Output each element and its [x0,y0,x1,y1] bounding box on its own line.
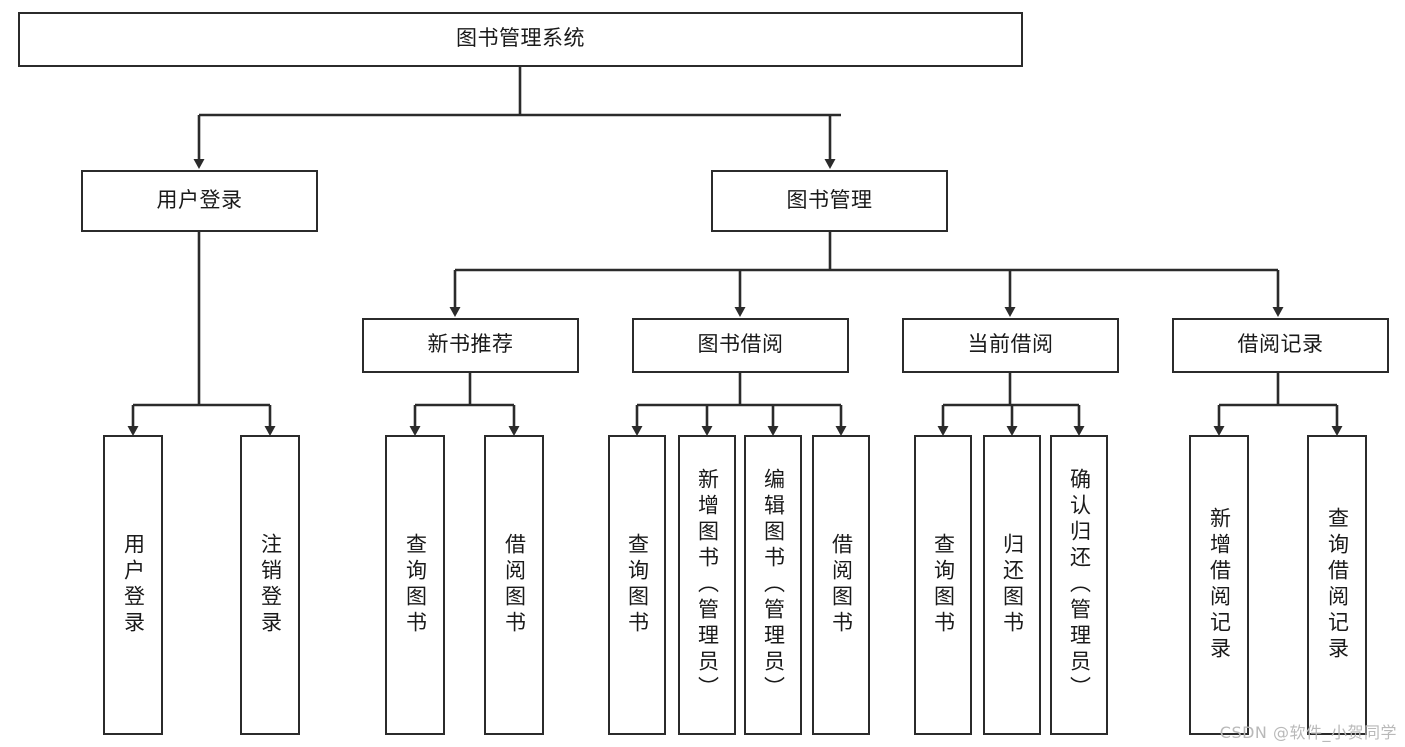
leaf-user-login-label: 用户登录 [121,533,145,637]
node-borrow-record[interactable]: 借阅记录 [1172,318,1389,373]
leaf-return-book[interactable]: 归还图书 [983,435,1041,735]
leaf-query-book-borrow-label: 查询图书 [625,533,649,637]
leaf-query-book-recommend-label: 查询图书 [403,533,427,637]
leaf-query-book-borrow[interactable]: 查询图书 [608,435,666,735]
leaf-borrow-book-recommend-label: 借阅图书 [502,533,526,637]
node-new-book-recommend[interactable]: 新书推荐 [362,318,579,373]
node-current-borrow-label: 当前借阅 [967,333,1054,357]
leaf-edit-book-admin-label: 编辑图书（管理员） [761,468,785,702]
node-borrow-record-label: 借阅记录 [1237,333,1324,357]
node-book-borrow[interactable]: 图书借阅 [632,318,849,373]
node-user-login[interactable]: 用户登录 [81,170,318,232]
node-user-login-label: 用户登录 [156,188,243,212]
node-new-book-recommend-label: 新书推荐 [427,333,514,357]
leaf-logout-label: 注销登录 [258,533,282,637]
leaf-confirm-return-admin-label: 确认归还（管理员） [1067,468,1091,702]
leaf-user-login[interactable]: 用户登录 [103,435,163,735]
leaf-query-borrow-record[interactable]: 查询借阅记录 [1307,435,1367,735]
leaf-query-book-current-label: 查询图书 [931,533,955,637]
leaf-add-borrow-record-label: 新增借阅记录 [1207,507,1231,663]
node-root-label: 图书管理系统 [456,27,585,51]
leaf-borrow-book-label: 借阅图书 [829,533,853,637]
leaf-query-book-current[interactable]: 查询图书 [914,435,972,735]
node-book-management-label: 图书管理 [786,188,873,212]
node-current-borrow[interactable]: 当前借阅 [902,318,1119,373]
leaf-return-book-label: 归还图书 [1000,533,1024,637]
watermark: CSDN @软件_小贺同学 [1219,723,1397,742]
leaf-edit-book-admin[interactable]: 编辑图书（管理员） [744,435,802,735]
leaf-query-borrow-record-label: 查询借阅记录 [1325,507,1349,663]
leaf-confirm-return-admin[interactable]: 确认归还（管理员） [1050,435,1108,735]
leaf-borrow-book-recommend[interactable]: 借阅图书 [484,435,544,735]
leaf-add-book-admin[interactable]: 新增图书（管理员） [678,435,736,735]
leaf-add-borrow-record[interactable]: 新增借阅记录 [1189,435,1249,735]
leaf-logout[interactable]: 注销登录 [240,435,300,735]
leaf-borrow-book[interactable]: 借阅图书 [812,435,870,735]
node-book-management[interactable]: 图书管理 [711,170,948,232]
leaf-add-book-admin-label: 新增图书（管理员） [695,468,719,702]
node-book-borrow-label: 图书借阅 [697,333,784,357]
node-root[interactable]: 图书管理系统 [18,12,1023,67]
leaf-query-book-recommend[interactable]: 查询图书 [385,435,445,735]
